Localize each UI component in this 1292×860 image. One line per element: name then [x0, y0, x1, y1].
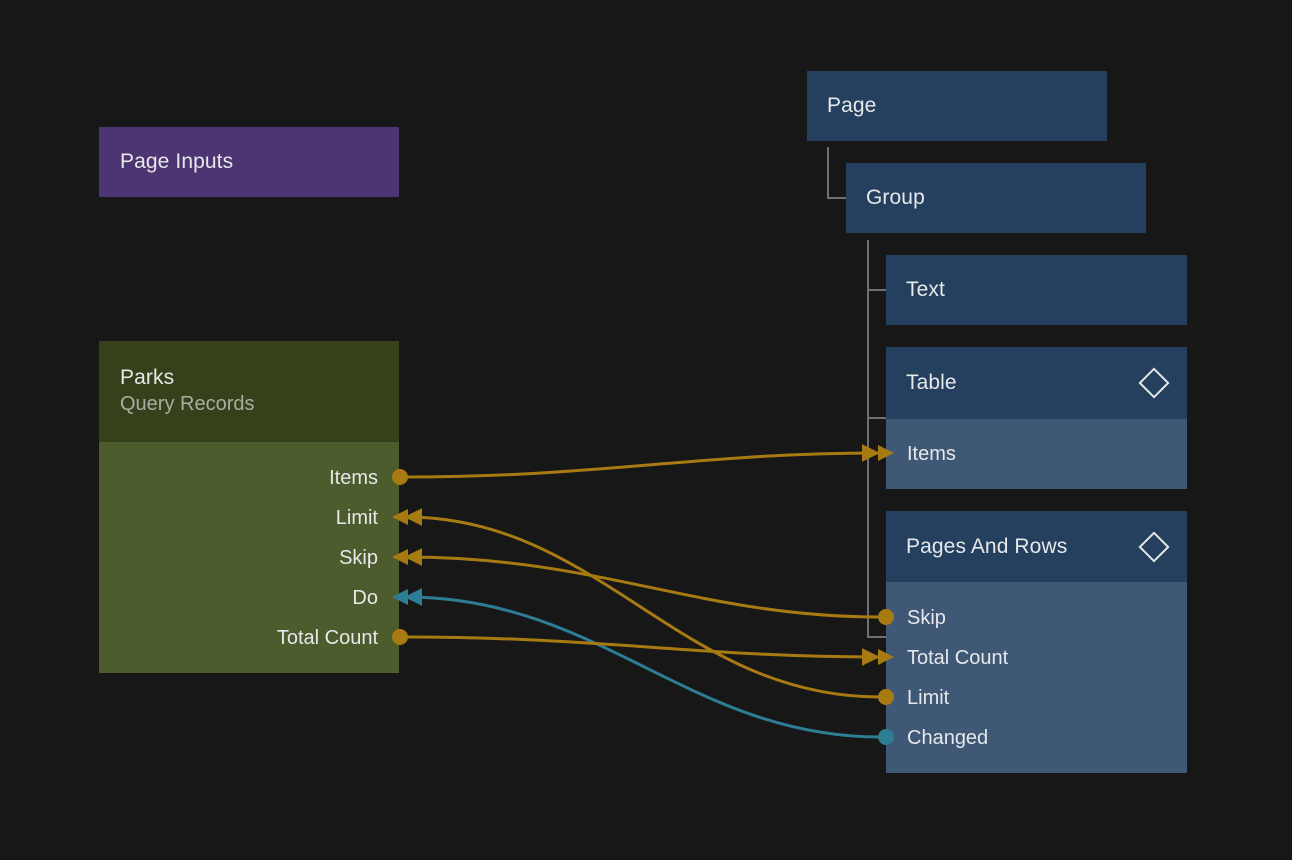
port-label-table-items: Items [907, 442, 956, 465]
port-row-parks-do[interactable]: Do [99, 578, 399, 618]
node-group[interactable]: Group [846, 163, 1146, 233]
wire-pages-limit-to-parks-limit [404, 508, 881, 699]
wire-pages-changed-to-parks-do [404, 588, 881, 739]
wire-pages-skip-to-parks-skip [404, 548, 881, 619]
port-label-parks-do: Do [352, 586, 378, 609]
port-row-pages-skip[interactable]: Skip [886, 598, 1187, 638]
node-pages-and-rows[interactable]: Pages And Rows Skip Total Count Limit Ch… [886, 511, 1187, 773]
node-pages-and-rows-body: Skip Total Count Limit Changed [886, 582, 1187, 773]
node-page-inputs-header: Page Inputs [99, 127, 399, 197]
port-row-parks-limit[interactable]: Limit [99, 498, 399, 538]
node-table-title: Table [906, 371, 957, 394]
port-row-parks-skip[interactable]: Skip [99, 538, 399, 578]
diamond-icon[interactable] [1138, 367, 1170, 399]
node-table-header: Table [886, 347, 1187, 419]
wire-parks-totalcount-to-pages-totalcount [405, 635, 880, 666]
node-page-title: Page [827, 94, 877, 117]
node-page-header: Page [807, 71, 1107, 141]
port-label-parks-total-count: Total Count [276, 626, 378, 649]
port-label-parks-limit: Limit [335, 506, 378, 529]
node-pages-and-rows-title: Pages And Rows [906, 534, 1068, 558]
wire-parks-items-to-table-items [405, 444, 880, 479]
port-row-pages-changed[interactable]: Changed [886, 718, 1187, 758]
node-group-header: Group [846, 163, 1146, 233]
diamond-icon[interactable] [1138, 530, 1170, 563]
node-parks[interactable]: Parks Query Records Items Limit Skip Do … [99, 341, 399, 673]
node-table-body: Items [886, 419, 1187, 489]
port-row-pages-limit[interactable]: Limit [886, 678, 1187, 718]
port-row-parks-items[interactable]: Items [99, 458, 399, 498]
port-row-pages-total-count[interactable]: Total Count [886, 638, 1187, 678]
node-page-inputs-title: Page Inputs [120, 150, 234, 173]
port-label-pages-skip: Skip [907, 606, 946, 629]
port-row-parks-total-count[interactable]: Total Count [99, 618, 399, 658]
node-table[interactable]: Table Items [886, 347, 1187, 489]
port-label-pages-total-count: Total Count [907, 646, 1009, 669]
node-text-title: Text [906, 278, 945, 301]
node-group-title: Group [866, 186, 925, 209]
port-label-parks-items: Items [329, 466, 378, 489]
node-parks-subtitle: Query Records [120, 393, 255, 415]
node-parks-title: Parks [120, 366, 175, 389]
node-text[interactable]: Text [886, 255, 1187, 325]
port-label-pages-changed: Changed [907, 726, 989, 749]
node-text-header: Text [886, 255, 1187, 325]
port-label-pages-limit: Limit [907, 686, 950, 709]
port-row-table-items[interactable]: Items [886, 419, 1187, 489]
port-label-parks-skip: Skip [339, 546, 378, 569]
node-parks-header: Parks Query Records [99, 341, 399, 442]
node-pages-and-rows-header: Pages And Rows [886, 511, 1187, 582]
node-page-inputs[interactable]: Page Inputs [99, 127, 399, 197]
node-page[interactable]: Page [807, 71, 1107, 141]
node-parks-body: Items Limit Skip Do Total Count [99, 442, 399, 673]
